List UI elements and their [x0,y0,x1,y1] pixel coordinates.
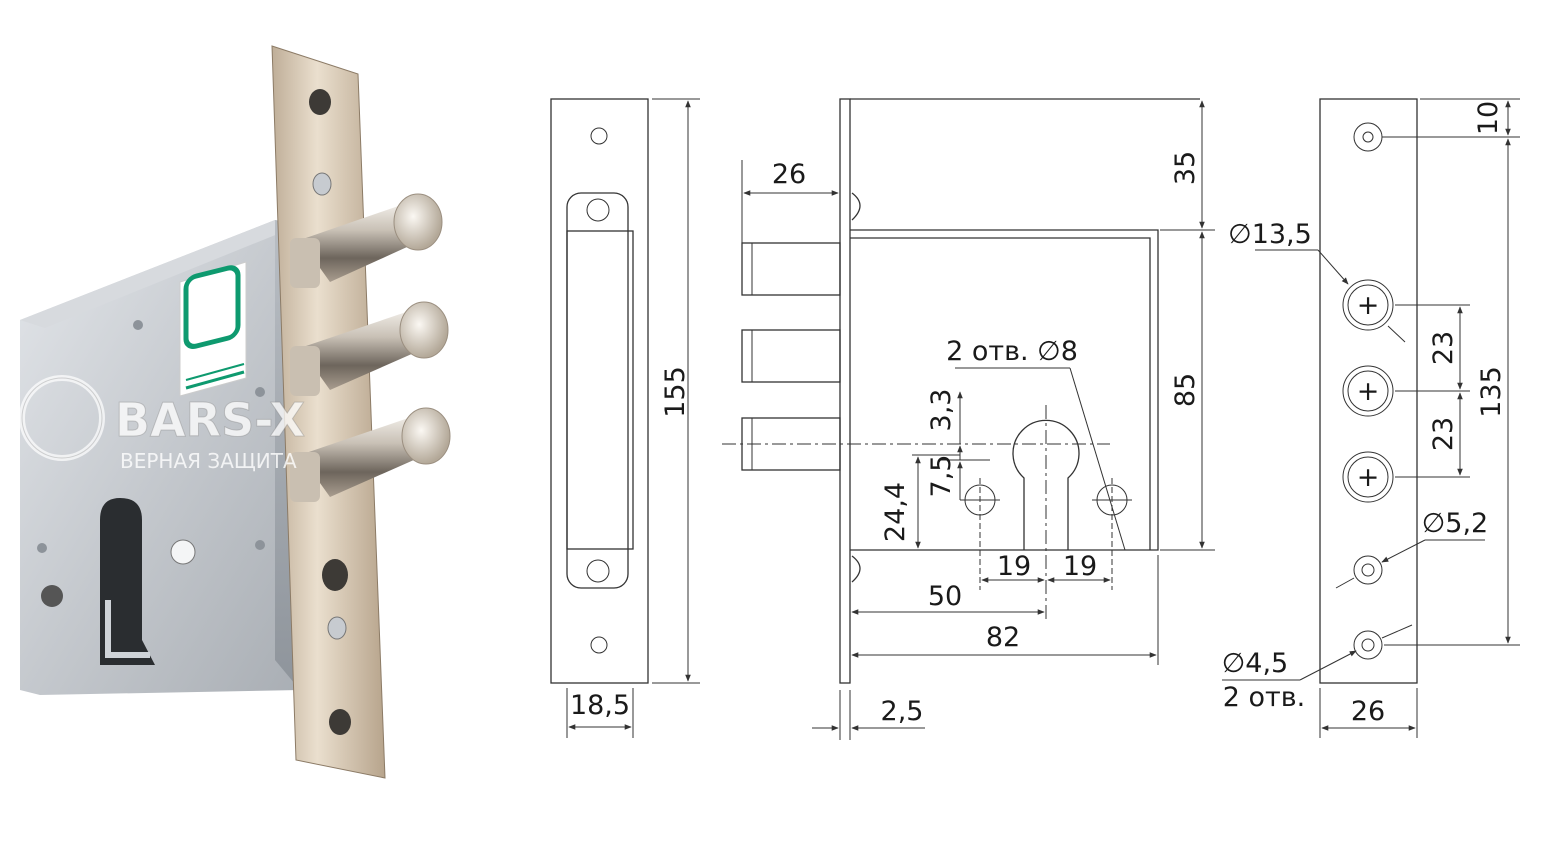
svg-text:+: + [1357,376,1380,407]
brand-logo-icon [183,265,241,350]
dim-screw-hole-diameter: ∅4,5 [1222,648,1288,679]
dim-strike-height: 155 [660,366,691,418]
dim-19-right: 19 [1063,551,1097,582]
watermark: BARS-X ВЕРНАЯ ЗАЩИТА [19,375,306,473]
watermark-subtitle: ВЕРНАЯ ЗАЩИТА [120,449,297,473]
dim-19-left: 19 [997,551,1031,582]
dim-bolt-offset: 26 [772,159,806,190]
svg-text:+: + [1357,462,1380,493]
dim-7-5: 7,5 [926,455,957,498]
front-plate-view: + + + 10 135 23 23 ∅13,5 ∅5,2 ∅4,5 [1222,98,1520,738]
dim-strike-width: 18,5 [570,690,630,721]
note-screw-hole-count: 2 отв. [1223,682,1306,713]
bolt-2 [290,301,449,396]
dim-holes-span: 135 [1476,366,1507,418]
note-side-holes: 2 отв. ∅8 [946,336,1078,367]
svg-text:+: + [1357,290,1380,321]
dim-backset: 50 [928,581,962,612]
dim-body-height: 85 [1170,373,1201,407]
dim-top-hole: 10 [1473,101,1504,135]
dim-plate-thickness: 2,5 [881,696,924,727]
dim-bolt-hole-diameter: ∅13,5 [1228,219,1312,250]
dim-3-3: 3,3 [926,389,957,432]
bolt-3 [290,407,451,502]
dim-small-hole-diameter: ∅5,2 [1422,508,1488,539]
watermark-title: BARS-X [115,393,305,447]
dim-body-depth: 82 [986,622,1020,653]
strike-plate-view: 155 18,5 [550,98,700,738]
side-view: 26 35 85 2 отв. ∅8 3,3 7,5 24,4 19 19 50 [722,98,1215,740]
dim-plate-width: 26 [1351,696,1385,727]
dim-24-4: 24,4 [880,482,911,542]
cylinder-cutout [100,498,155,665]
dim-bolt-spacing-2: 23 [1428,417,1459,451]
dim-top-offset: 35 [1170,151,1201,185]
dim-bolt-spacing-1: 23 [1428,331,1459,365]
bolt-1 [290,193,443,288]
lock-photo: BARS-X ВЕРНАЯ ЗАЩИТА [19,45,451,779]
